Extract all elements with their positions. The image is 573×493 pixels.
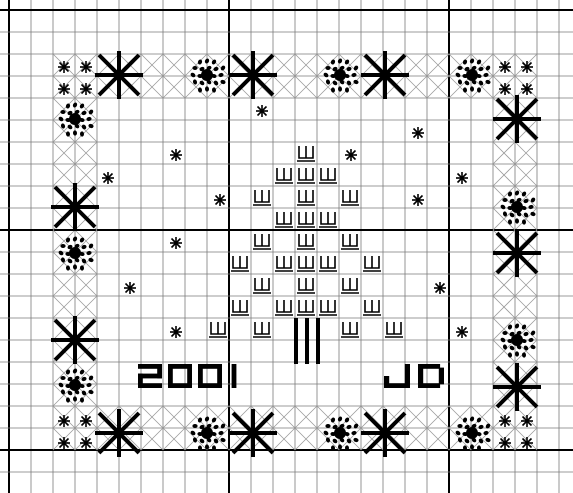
tree-stitch-icon bbox=[275, 212, 293, 227]
small-star-icon bbox=[499, 437, 511, 449]
large-star-icon bbox=[229, 409, 277, 457]
small-star-icon bbox=[521, 83, 533, 95]
small-star-icon bbox=[434, 282, 446, 294]
tree-trunk-icon bbox=[296, 318, 318, 364]
large-stars bbox=[51, 51, 541, 457]
tree-stitch-icon bbox=[297, 234, 315, 249]
knot-cluster-icon bbox=[190, 416, 226, 451]
tree-stitches bbox=[209, 146, 403, 364]
tree-stitch-icon bbox=[363, 300, 381, 315]
small-star-icon bbox=[456, 326, 468, 338]
tree-stitch-icon bbox=[319, 256, 337, 271]
small-star-icon bbox=[521, 61, 533, 73]
tree-stitch-icon bbox=[275, 300, 293, 315]
small-star-icon bbox=[412, 127, 424, 139]
tree-stitch-icon bbox=[275, 168, 293, 183]
tree-stitch-icon bbox=[253, 322, 271, 337]
tree-stitch-icon bbox=[253, 278, 271, 293]
small-star-icon bbox=[124, 282, 136, 294]
small-star-icon bbox=[170, 149, 182, 161]
small-stars bbox=[58, 61, 533, 449]
small-star-icon bbox=[170, 237, 182, 249]
tree-stitch-icon bbox=[253, 234, 271, 249]
tree-stitch-icon bbox=[385, 322, 403, 337]
tree-stitch-icon bbox=[231, 300, 249, 315]
tree-stitch-icon bbox=[297, 190, 315, 205]
small-star-icon bbox=[58, 415, 70, 427]
large-star-icon bbox=[229, 51, 277, 99]
small-star-icon bbox=[58, 61, 70, 73]
small-star-icon bbox=[345, 149, 357, 161]
small-star-icon bbox=[58, 437, 70, 449]
tree-stitch-icon bbox=[297, 212, 315, 227]
large-star-icon bbox=[493, 95, 541, 143]
small-star-icon bbox=[80, 415, 92, 427]
large-star-icon bbox=[493, 363, 541, 411]
tree-stitch-icon bbox=[209, 322, 227, 337]
large-star-icon bbox=[361, 51, 409, 99]
tree-stitch-icon bbox=[341, 190, 359, 205]
tree-stitch-icon bbox=[319, 168, 337, 183]
small-star-icon bbox=[521, 415, 533, 427]
knot-clusters bbox=[58, 58, 536, 451]
tree-stitch-icon bbox=[363, 256, 381, 271]
small-star-icon bbox=[214, 194, 226, 206]
tree-stitch-icon bbox=[297, 256, 315, 271]
tree-stitch-icon bbox=[231, 256, 249, 271]
tree-stitch-icon bbox=[341, 278, 359, 293]
small-star-icon bbox=[80, 61, 92, 73]
large-star-icon bbox=[51, 316, 99, 364]
tree-stitch-icon bbox=[319, 300, 337, 315]
small-star-icon bbox=[499, 415, 511, 427]
small-star-icon bbox=[80, 437, 92, 449]
tree-stitch-icon bbox=[297, 146, 315, 161]
small-star-icon bbox=[170, 326, 182, 338]
tree-stitch-icon bbox=[341, 234, 359, 249]
tree-stitch-icon bbox=[297, 300, 315, 315]
small-star-icon bbox=[499, 61, 511, 73]
tree-stitch-icon bbox=[253, 190, 271, 205]
small-star-icon bbox=[521, 437, 533, 449]
large-star-icon bbox=[51, 183, 99, 231]
large-star-icon bbox=[493, 229, 541, 277]
tree-stitch-icon bbox=[275, 256, 293, 271]
tree-stitch-icon bbox=[319, 212, 337, 227]
small-star-icon bbox=[499, 83, 511, 95]
tree-stitch-icon bbox=[297, 168, 315, 183]
tree-stitch-icon bbox=[341, 322, 359, 337]
small-star-icon bbox=[256, 105, 268, 117]
tree-stitch-icon bbox=[297, 278, 315, 293]
large-star-icon bbox=[95, 51, 143, 99]
large-star-icon bbox=[95, 409, 143, 457]
small-star-icon bbox=[412, 194, 424, 206]
large-star-icon bbox=[361, 409, 409, 457]
small-star-icon bbox=[102, 172, 114, 184]
small-star-icon bbox=[80, 83, 92, 95]
year-lettering bbox=[138, 364, 236, 388]
small-star-icon bbox=[58, 83, 70, 95]
small-star-icon bbox=[456, 172, 468, 184]
